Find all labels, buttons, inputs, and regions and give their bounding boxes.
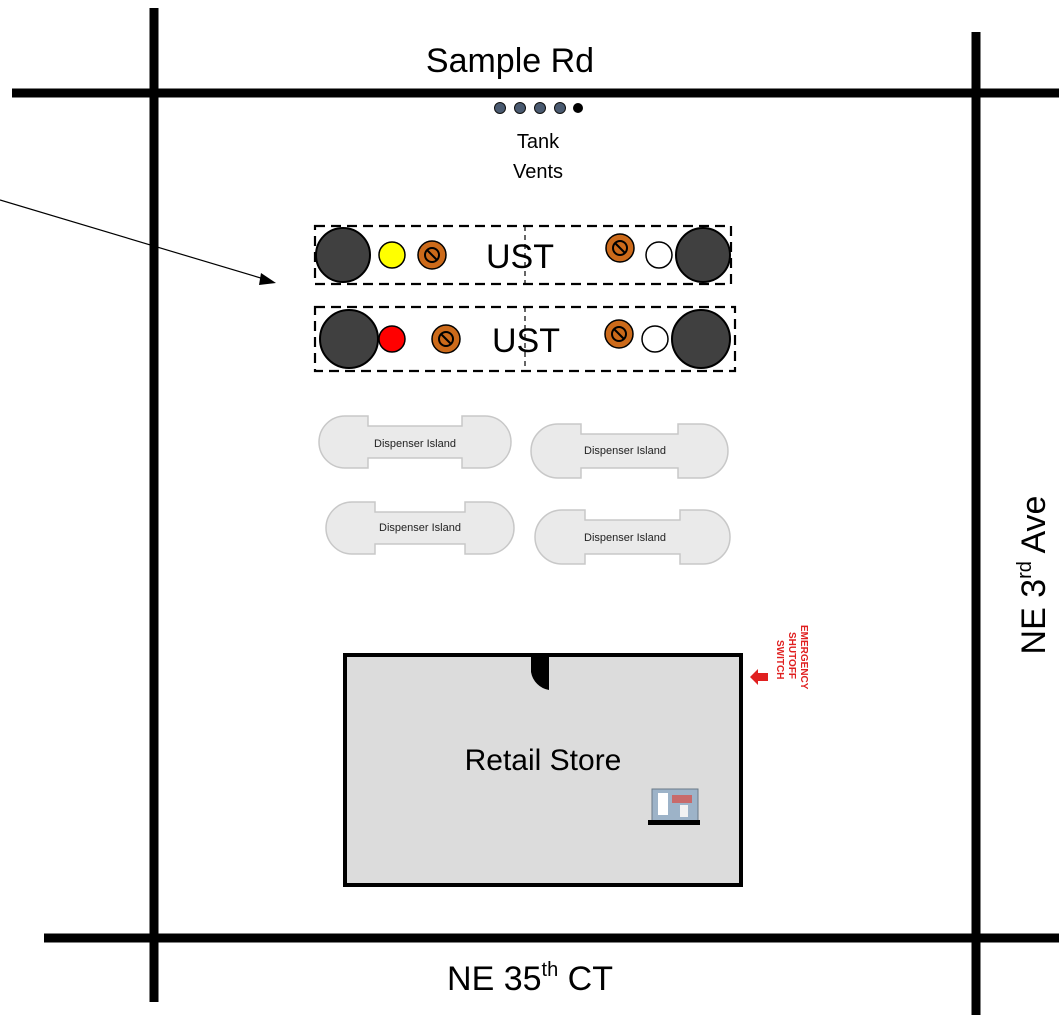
- emergency-shutoff-switch: EMERGENCY SHUTOFF SWITCH: [750, 625, 809, 690]
- shutoff-label-line2: SHUTOFF: [786, 632, 797, 679]
- fill-port-icon: [645, 241, 673, 269]
- fitting-icon: [604, 319, 634, 349]
- door-icon: [531, 657, 549, 690]
- store-building: [343, 653, 743, 887]
- tank-vents: [494, 102, 583, 114]
- tank-manway-icon: [671, 309, 731, 369]
- vent-icon: [514, 102, 526, 114]
- vent-icon: [534, 102, 546, 114]
- tank-label: UST: [486, 238, 554, 276]
- tank-label: UST: [492, 322, 560, 360]
- dispenser-label: Dispenser Island: [379, 522, 461, 534]
- tank-manway-icon: [319, 309, 379, 369]
- ust-tank-2: UST: [313, 305, 737, 373]
- fill-port-icon: [641, 325, 669, 353]
- tank-manway-icon: [675, 227, 731, 283]
- dispenser-label: Dispenser Island: [584, 532, 666, 544]
- road-label-ne-3rd-ave: NE 3rd Ave: [1014, 496, 1053, 655]
- vent-icon: [573, 103, 583, 113]
- shutoff-arrow-icon: [750, 669, 768, 685]
- retail-store: Retail Store: [343, 653, 743, 887]
- fire-extinguisher-cabinet-icon: [648, 788, 700, 825]
- dispenser-label: Dispenser Island: [374, 438, 456, 450]
- fitting-icon: [417, 240, 447, 270]
- road-lines: [12, 8, 1059, 1015]
- vent-icon: [494, 102, 506, 114]
- tank-manway-icon: [315, 227, 371, 283]
- store-label: Retail Store: [465, 744, 622, 777]
- dispenser-island-3: Dispenser Island: [325, 501, 515, 555]
- vents-label-line1: Tank: [517, 131, 560, 153]
- dispenser-island-1: Dispenser Island: [318, 415, 512, 469]
- dispenser-island-2: Dispenser Island: [530, 423, 729, 479]
- pointer-arrow: [0, 199, 276, 285]
- vents-label-line2: Vents: [513, 161, 563, 183]
- shutoff-label-line3: SWITCH: [774, 640, 785, 679]
- dispenser-label: Dispenser Island: [584, 445, 666, 457]
- dispenser-island-4: Dispenser Island: [534, 509, 731, 565]
- road-label-sample-rd: Sample Rd: [426, 42, 594, 80]
- vent-icon: [554, 102, 566, 114]
- road-label-ne-35th-ct: NE 35th CT: [447, 959, 613, 998]
- ust-tank-1: UST: [313, 224, 733, 286]
- shutoff-label-line1: EMERGENCY: [798, 625, 809, 690]
- fill-port-icon: [378, 241, 406, 269]
- fitting-icon: [431, 324, 461, 354]
- fitting-icon: [605, 233, 635, 263]
- fill-port-icon: [378, 325, 406, 353]
